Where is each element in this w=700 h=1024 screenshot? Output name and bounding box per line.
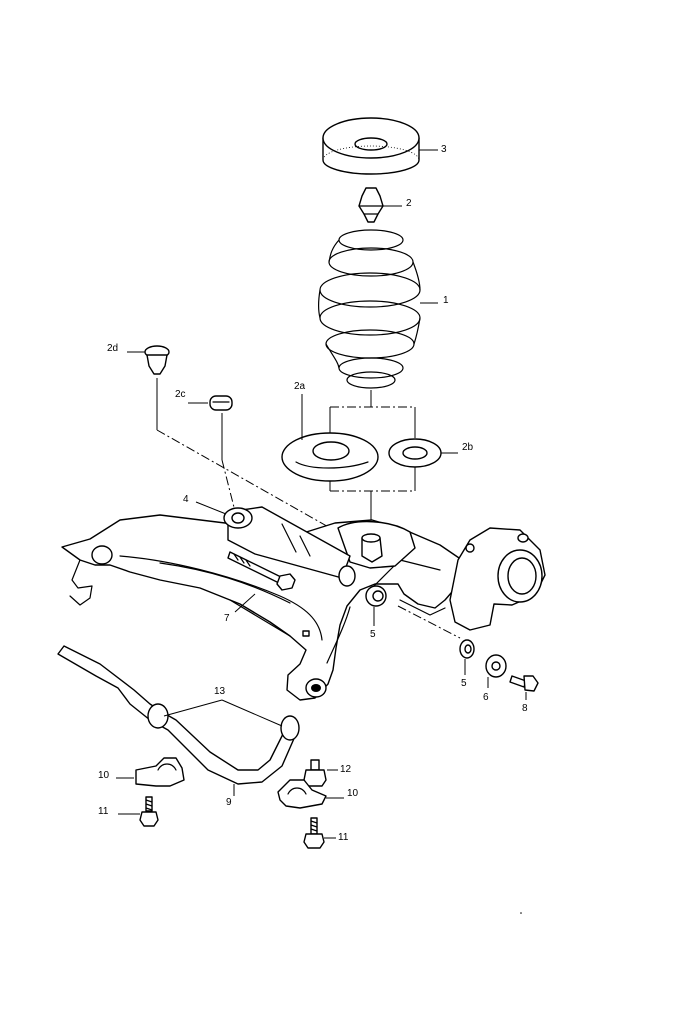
label-8: 8 xyxy=(522,703,528,714)
part-2c-pad[interactable] xyxy=(209,395,233,411)
leader-13-a xyxy=(163,699,223,717)
label-9: 9 xyxy=(226,797,232,808)
label-2b: 2b xyxy=(462,442,474,453)
label-10-left: 10 xyxy=(98,770,110,781)
leader-13-b xyxy=(221,699,283,727)
part-9-stabilizer-bar[interactable] xyxy=(57,645,300,785)
part-2a-spring-seat[interactable] xyxy=(281,432,379,482)
label-11-right: 11 xyxy=(338,832,349,843)
label-5-lower: 5 xyxy=(461,678,467,689)
label-13: 13 xyxy=(214,686,226,697)
leader-7 xyxy=(234,593,256,613)
part-8-bolt[interactable] xyxy=(509,675,539,692)
label-4: 4 xyxy=(183,494,189,505)
part-10-clamp-right[interactable] xyxy=(277,779,327,809)
part-3-spring-pad[interactable] xyxy=(322,117,420,175)
label-2: 2 xyxy=(406,198,412,209)
part-11-screw-right[interactable] xyxy=(303,817,325,849)
label-1: 1 xyxy=(443,295,449,306)
shock-upper-mount[interactable] xyxy=(337,520,416,569)
label-5-upper: 5 xyxy=(370,629,376,640)
part-12-nut[interactable] xyxy=(303,759,327,787)
part-10-clamp-left[interactable] xyxy=(135,757,185,787)
part-7-bolt[interactable] xyxy=(227,551,296,591)
part-11-screw-left[interactable] xyxy=(139,796,159,827)
label-12: 12 xyxy=(340,764,352,775)
label-2c: 2c xyxy=(175,389,186,400)
part-4-shock-absorber[interactable] xyxy=(223,506,356,587)
stray-dot xyxy=(520,912,522,914)
label-10-right: 10 xyxy=(347,788,359,799)
leader-4 xyxy=(195,501,227,515)
label-2d: 2d xyxy=(107,343,118,354)
label-7: 7 xyxy=(224,613,230,624)
label-2a: 2a xyxy=(294,381,306,392)
part-2d-buffer[interactable] xyxy=(144,345,170,375)
label-3: 3 xyxy=(441,144,447,155)
label-11-left: 11 xyxy=(98,806,109,817)
part-6-washer[interactable] xyxy=(485,654,507,678)
wheel-hub-housing[interactable] xyxy=(449,527,546,631)
label-6: 6 xyxy=(483,692,489,703)
part-5-bushing-lower[interactable] xyxy=(459,639,475,659)
part-1-coil-spring[interactable] xyxy=(317,229,421,389)
part-2-bump-stop[interactable] xyxy=(358,187,384,223)
part-2b-spring-ring[interactable] xyxy=(388,438,442,468)
part-5-bushing-upper[interactable] xyxy=(365,585,387,607)
